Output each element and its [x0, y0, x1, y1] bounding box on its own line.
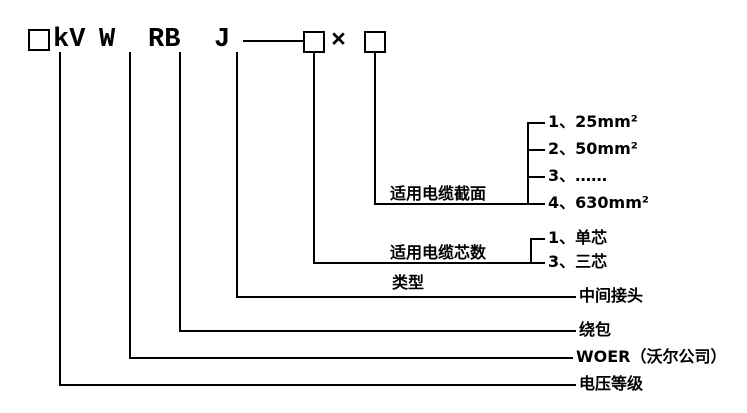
code-j: J — [214, 25, 231, 55]
manufacturer-connector-horizontal — [129, 357, 573, 359]
section-placeholder-box — [364, 31, 386, 53]
section-bracket-vertical — [527, 122, 529, 205]
cores-tick-1 — [530, 238, 545, 240]
manufacturer-connector-vertical — [129, 52, 131, 359]
voltage-connector-vertical — [59, 52, 61, 386]
section-option-1: 1、25mm² — [548, 112, 638, 131]
wrap-connector-vertical — [179, 52, 181, 332]
cores-category-label: 适用电缆芯数 — [390, 243, 487, 262]
joint-category-label: 类型 — [392, 273, 425, 292]
voltage-label: 电压等级 — [579, 374, 644, 393]
section-tick-4 — [527, 203, 545, 205]
cores-option-2: 3、三芯 — [548, 252, 608, 271]
code-dash-line — [243, 40, 303, 42]
code-w: W — [99, 25, 116, 55]
section-option-3: 3、…… — [548, 166, 608, 185]
cores-connector-vertical — [313, 53, 315, 264]
section-tick-2 — [527, 149, 545, 151]
section-connector-vertical — [374, 53, 376, 205]
section-tick-3 — [527, 176, 545, 178]
wrap-connector-horizontal — [179, 330, 576, 332]
code-rb: RB — [148, 25, 181, 55]
section-tick-1 — [527, 122, 545, 124]
cores-bracket-vertical — [530, 238, 532, 264]
cores-option-1: 1、单芯 — [548, 228, 608, 247]
section-category-label: 适用电缆截面 — [390, 184, 487, 203]
section-option-4: 4、630mm² — [548, 193, 649, 212]
joint-connector-vertical — [236, 52, 238, 298]
code-kv: kV — [53, 25, 86, 55]
section-option-2: 2、50mm² — [548, 139, 638, 158]
manufacturer-label: WOER（沃尔公司） — [576, 347, 727, 366]
voltage-connector-horizontal — [59, 384, 576, 386]
joint-label: 中间接头 — [579, 286, 644, 305]
wrap-label: 绕包 — [579, 320, 612, 339]
voltage-placeholder-box — [28, 29, 50, 51]
cores-placeholder-box — [303, 31, 325, 53]
cores-connector-horizontal — [313, 262, 532, 264]
joint-connector-horizontal — [236, 296, 576, 298]
cores-tick-2 — [530, 262, 545, 264]
code-times: × — [331, 26, 347, 55]
section-connector-horizontal — [374, 203, 529, 205]
